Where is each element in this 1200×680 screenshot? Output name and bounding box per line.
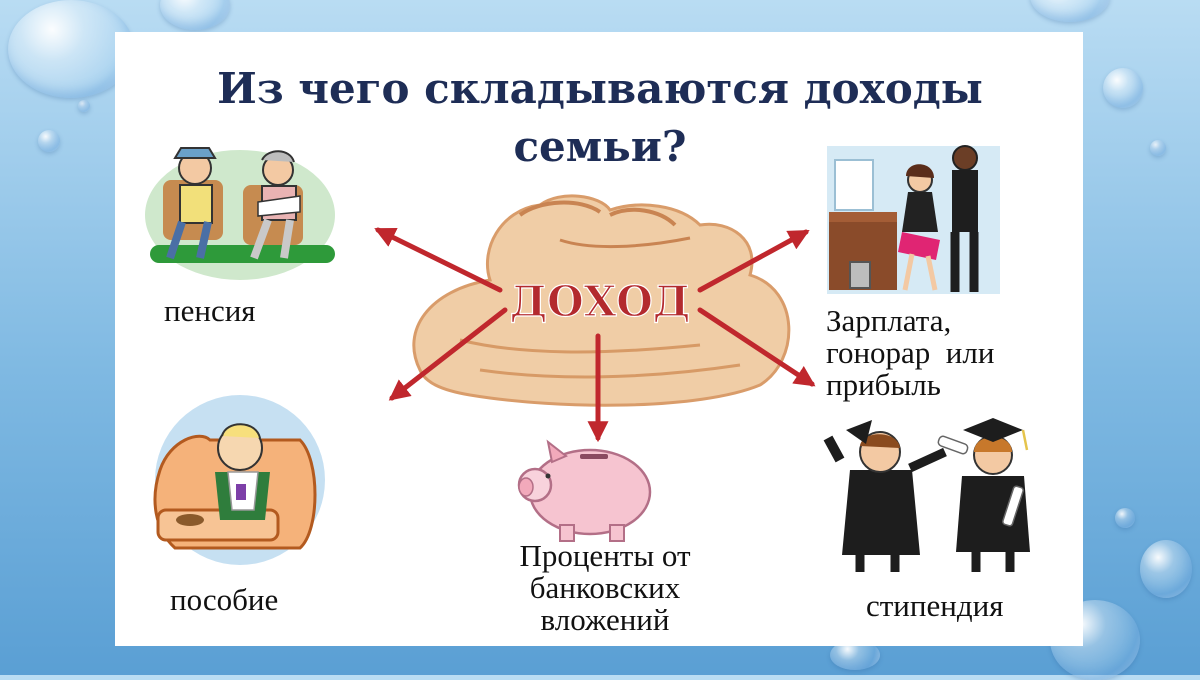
water-bubble — [1103, 68, 1143, 108]
label-salary: Зарплата, гонорар или прибыль — [826, 305, 1046, 401]
arrow-to-allowance — [388, 307, 508, 401]
label-salary-line-1: Зарплата, — [826, 303, 952, 338]
label-salary-line-2: гонорар или — [826, 335, 995, 370]
label-deposits-line-1: Проценты от — [519, 538, 691, 573]
label-stipend: стипендия — [866, 588, 1004, 623]
title-line-1: Из чего складываются доходы — [217, 64, 983, 113]
office-workers-icon — [827, 145, 1000, 294]
piggy-bank-icon — [517, 439, 652, 542]
label-allowance: пособие — [170, 582, 279, 617]
label-salary-line-3: прибыль — [826, 367, 941, 402]
center-label: ДОХОД — [510, 277, 690, 326]
label-deposits-line-2: банковских — [529, 570, 681, 605]
water-bubble — [1140, 540, 1192, 598]
water-bubble — [1030, 0, 1110, 22]
label-pension: пенсия — [164, 293, 256, 328]
title-line-2: семьи? — [513, 122, 687, 171]
label-deposits-line-3: вложений — [540, 602, 670, 637]
arrow-to-salary — [697, 229, 810, 293]
diagram-arrows — [374, 227, 816, 443]
label-deposits: Проценты от банковских вложений — [485, 540, 725, 636]
graduates-icon — [823, 418, 1030, 572]
water-bubble — [1115, 508, 1135, 528]
slide-title: Из чего складываются доходы семьи? — [0, 60, 1200, 176]
water-bubble — [8, 0, 134, 98]
baby-highchair-icon — [153, 395, 325, 565]
water-bubble — [1150, 140, 1166, 156]
arrow-to-pension — [374, 227, 503, 293]
water-bubble — [38, 130, 60, 152]
arrow-to-stipend — [697, 307, 816, 387]
water-bubble — [78, 100, 90, 112]
money-bags-icon — [412, 194, 791, 407]
elderly-couple-icon — [145, 147, 335, 280]
